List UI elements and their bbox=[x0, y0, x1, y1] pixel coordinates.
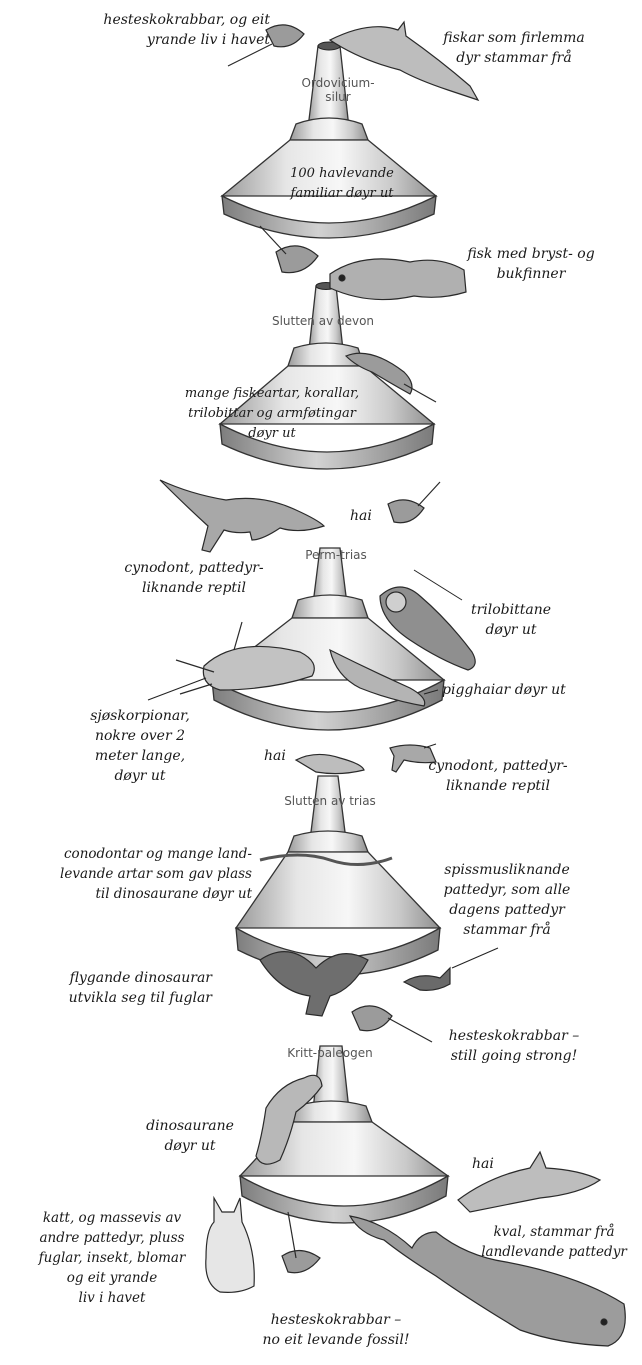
annotation-line: kval, stammar frå bbox=[470, 1222, 638, 1242]
annotation-line: meter lange, bbox=[74, 746, 206, 766]
annotation-spiny-sharks-extinct: pigghaiar døyr ut bbox=[442, 680, 566, 700]
annotation-line: conodontar og mange land- bbox=[36, 844, 252, 864]
annotation-line: still going strong! bbox=[434, 1046, 594, 1066]
shark-icon bbox=[296, 754, 364, 773]
cynodont-icon bbox=[160, 480, 324, 552]
annotation-line: landlevande pattedyr bbox=[470, 1242, 638, 1262]
annotation-line: dagens pattedyr bbox=[432, 900, 582, 920]
annotation-line: no eit levande fossil! bbox=[246, 1330, 426, 1350]
annotation-shrew-like-mammals: spissmusliknande pattedyr, som alle dage… bbox=[432, 860, 582, 940]
stage-text-late-devonian: mange fiskeartar, korallar, trilobittar … bbox=[150, 384, 394, 444]
annotation-lobe-finned-fish: fisk med bryst- og bukfinner bbox=[456, 244, 606, 284]
stage-label-end-triassic: Slutten av trias bbox=[284, 794, 376, 808]
annotation-line: trilobittane bbox=[456, 600, 566, 620]
annotation-conodonts: conodontar og mange land- levande artar … bbox=[36, 844, 252, 904]
stage-text-line: trilobittar og armføtingar bbox=[150, 404, 394, 424]
annotation-horseshoe-crabs-top: hesteskokrabbar, og eit yrande liv i hav… bbox=[70, 10, 270, 50]
annotation-line: hai bbox=[350, 506, 372, 526]
annotation-line: og eit yrande bbox=[20, 1268, 204, 1288]
stage-text-line: mange fiskeartar, korallar, bbox=[150, 384, 394, 404]
annotation-line: katt, og massevis av bbox=[20, 1208, 204, 1228]
annotation-line: til dinosaurane døyr ut bbox=[36, 884, 252, 904]
coelacanth-fish-icon bbox=[330, 259, 466, 300]
annotation-tetrapod-ancestor-fish: fiskar som firlemma dyr stammar frå bbox=[424, 28, 604, 68]
stage-text-ordovician-silurian: 100 havlevande familiar døyr ut bbox=[258, 164, 426, 204]
annotation-whale: kval, stammar frå landlevande pattedyr bbox=[470, 1222, 638, 1262]
horseshoe-crab-icon bbox=[388, 482, 440, 523]
annotation-line: spissmusliknande bbox=[432, 860, 582, 880]
stage-label-line: silur bbox=[301, 90, 374, 104]
annotation-line: sjøskorpionar, bbox=[74, 706, 206, 726]
stage-label-line: Slutten av trias bbox=[284, 794, 376, 808]
annotation-line: dinosaurane bbox=[138, 1116, 242, 1136]
annotation-cynodont-permian: cynodont, pattedyr- liknande reptil bbox=[104, 558, 284, 598]
horseshoe-crab-icon bbox=[352, 1006, 432, 1042]
cat-icon bbox=[206, 1198, 254, 1292]
annotation-cat-and-mammals: katt, og massevis av andre pattedyr, plu… bbox=[20, 1208, 204, 1308]
annotation-line: pattedyr, som alle bbox=[432, 880, 582, 900]
annotation-shark-modern: hai bbox=[472, 1154, 494, 1174]
annotation-line: hai bbox=[472, 1154, 494, 1174]
annotation-dinosaurs-extinct: dinosaurane døyr ut bbox=[138, 1116, 242, 1156]
annotation-line: utvikla seg til fuglar bbox=[40, 988, 212, 1008]
annotation-line: fisk med bryst- og bbox=[456, 244, 606, 264]
annotation-line: hai bbox=[264, 746, 286, 766]
annotation-line: liv i havet bbox=[20, 1288, 204, 1308]
shrew-mammal-icon bbox=[404, 968, 450, 990]
stage-text-line: døyr ut bbox=[150, 424, 394, 444]
stage-text-line: 100 havlevande bbox=[258, 164, 426, 184]
annotation-sea-scorpions: sjøskorpionar, nokre over 2 meter lange,… bbox=[74, 706, 206, 786]
annotation-line: fuglar, insekt, blomar bbox=[20, 1248, 204, 1268]
annotation-line: yrande liv i havet bbox=[70, 30, 270, 50]
annotation-line: hesteskokrabbar, og eit bbox=[70, 10, 270, 30]
annotation-line: cynodont, pattedyr- bbox=[408, 756, 588, 776]
stage-text-line: familiar døyr ut bbox=[258, 184, 426, 204]
annotation-line: døyr ut bbox=[74, 766, 206, 786]
annotation-line: døyr ut bbox=[456, 620, 566, 640]
annotation-shark-devonian: hai bbox=[350, 506, 372, 526]
annotation-horseshoe-crabs-living-fossil: hesteskokrabbar – no eit levande fossil! bbox=[246, 1310, 426, 1350]
annotation-shark-permian: hai bbox=[264, 746, 286, 766]
annotation-line: hesteskokrabbar – bbox=[246, 1310, 426, 1330]
annotation-horseshoe-crabs-strong: hesteskokrabbar – still going strong! bbox=[434, 1026, 594, 1066]
annotation-cynodont-triassic: cynodont, pattedyr- liknande reptil bbox=[408, 756, 588, 796]
annotation-flying-dinosaurs: flygande dinosaurar utvikla seg til fugl… bbox=[40, 968, 212, 1008]
annotation-line: flygande dinosaurar bbox=[40, 968, 212, 988]
annotation-line: cynodont, pattedyr- bbox=[104, 558, 284, 578]
annotation-line: hesteskokrabbar – bbox=[434, 1026, 594, 1046]
stage-label-ordovician-silurian: Ordovicium- silur bbox=[301, 76, 374, 104]
annotation-line: fiskar som firlemma bbox=[424, 28, 604, 48]
annotation-line: liknande reptil bbox=[104, 578, 284, 598]
annotation-line: stammar frå bbox=[432, 920, 582, 940]
annotation-line: andre pattedyr, pluss bbox=[20, 1228, 204, 1248]
annotation-trilobites-extinct: trilobittane døyr ut bbox=[456, 600, 566, 640]
annotation-line: levande artar som gav plass bbox=[36, 864, 252, 884]
stage-label-permian-triassic: Perm-trias bbox=[305, 548, 367, 562]
stage-label-line: Slutten av devon bbox=[272, 314, 374, 328]
annotation-line: bukfinner bbox=[456, 264, 606, 284]
stage-label-cretaceous-paleogene: Kritt-paleogen bbox=[287, 1046, 373, 1060]
stage-label-line: Kritt-paleogen bbox=[287, 1046, 373, 1060]
annotation-line: liknande reptil bbox=[408, 776, 588, 796]
annotation-line: dyr stammar frå bbox=[424, 48, 604, 68]
stage-label-line: Ordovicium- bbox=[301, 76, 374, 90]
annotation-line: pigghaiar døyr ut bbox=[442, 680, 566, 700]
stage-label-line: Perm-trias bbox=[305, 548, 367, 562]
annotation-line: nokre over 2 bbox=[74, 726, 206, 746]
stage-label-late-devonian: Slutten av devon bbox=[272, 314, 374, 328]
annotation-line: døyr ut bbox=[138, 1136, 242, 1156]
